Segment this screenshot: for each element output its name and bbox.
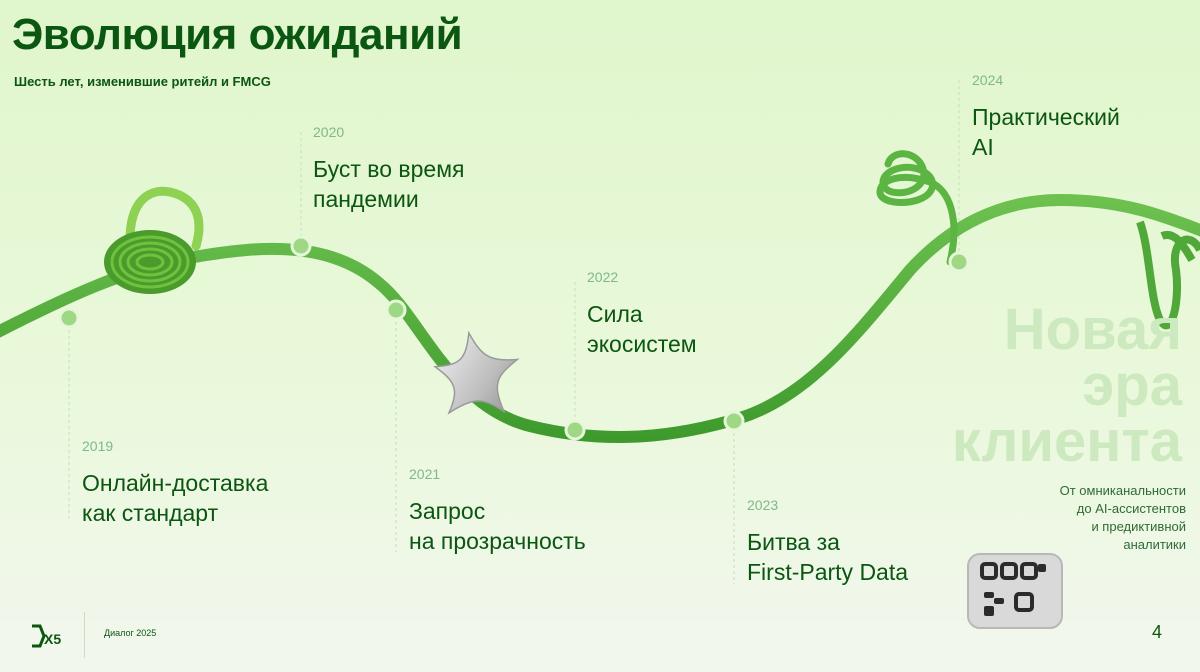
milestone-label: Запрос на прозрачность: [409, 498, 586, 554]
timeline-markers: [58, 235, 970, 441]
slide-subtitle: Шесть лет, изменившие ритейл и FMCG: [14, 74, 271, 89]
milestone-label: Практический AI: [972, 104, 1120, 160]
milestone-label: Онлайн-доставка как стандарт: [82, 470, 269, 526]
timeline-tube: [0, 193, 1200, 444]
milestone-year: 2020: [313, 124, 345, 140]
milestone-2020: 2020 Буст во время пандемии: [313, 124, 464, 214]
milestone-2024: 2024 Практический AI: [972, 72, 1120, 162]
milestone-label: Буст во время пандемии: [313, 156, 465, 212]
marker-2020: [290, 235, 312, 257]
silver-star-object: [432, 330, 520, 415]
milestone-label: Битва за First-Party Data: [747, 529, 909, 585]
logo-text: X5: [44, 631, 61, 647]
spring-coil: [876, 150, 958, 266]
milestone-year: 2024: [972, 72, 1004, 88]
milestone-year: 2021: [409, 466, 441, 482]
marker-2024: [948, 251, 970, 273]
qr-code-icon: [967, 553, 1063, 629]
milestone-label: Сила экосистем: [587, 301, 697, 357]
marker-2019: [58, 307, 80, 329]
milestone-year: 2023: [747, 497, 779, 513]
marker-2021: [385, 299, 407, 321]
slide-title: Эволюция ожиданий: [12, 10, 463, 59]
milestone-2023: 2023 Битва за First-Party Data: [747, 497, 908, 587]
milestone-2022: 2022 Сила экосистем: [587, 269, 697, 359]
footer-event-name: Диалог 2025: [104, 628, 157, 638]
marker-2023: [723, 410, 745, 432]
footer-divider: [84, 612, 85, 658]
milestone-2021: 2021 Запрос на прозрачность: [409, 466, 586, 556]
era-heading: Новая эра клиента: [951, 297, 1182, 474]
milestone-year: 2019: [82, 438, 114, 454]
spiral-ring-object: [104, 186, 204, 294]
era-caption: От омниканальности до AI-ассистентов и п…: [1059, 483, 1186, 552]
milestone-year: 2022: [587, 269, 619, 285]
milestone-2019: 2019 Онлайн-доставка как стандарт: [82, 438, 268, 528]
x5-logo: X5: [32, 624, 61, 648]
page-number: 4: [1152, 622, 1163, 642]
edge-coil: [1136, 220, 1200, 330]
marker-2022: [564, 419, 586, 441]
